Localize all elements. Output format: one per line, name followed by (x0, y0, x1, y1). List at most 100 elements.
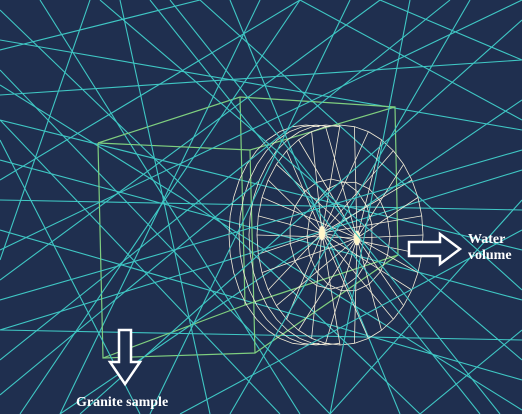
mesh-arc (256, 305, 267, 320)
mesh-arc (267, 329, 280, 339)
mesh-ring (368, 188, 381, 202)
particle-track (0, 84, 522, 411)
mesh-ring (355, 283, 370, 292)
mesh-ring (309, 255, 318, 273)
particle-track (0, 0, 451, 361)
particle-track (199, 0, 522, 291)
mesh-ring (368, 271, 381, 285)
mesh-focus (318, 225, 326, 241)
right-arrow-icon (407, 231, 463, 267)
particle-track (0, 179, 261, 396)
particle-track (149, 0, 481, 414)
mesh-ring (379, 200, 388, 218)
mesh-ring (316, 271, 329, 285)
mesh-arc (256, 150, 267, 165)
particle-track (0, 0, 381, 281)
mesh-ring (304, 275, 318, 287)
mesh-rim (421, 215, 424, 236)
particle-track (0, 0, 201, 51)
mesh-ring (289, 243, 296, 262)
mesh-rim (354, 126, 369, 133)
water-volume-mesh (228, 124, 424, 346)
mesh-ring (327, 283, 342, 292)
mesh-rim (411, 179, 419, 198)
mesh-arc (238, 289, 248, 306)
mesh-arc (239, 254, 245, 273)
particle-track (379, 0, 522, 61)
mesh-arc (266, 150, 277, 165)
mesh-spoke (325, 126, 358, 239)
mesh-spoke (321, 215, 422, 234)
mesh-ring (316, 178, 332, 183)
mesh-ring (316, 285, 332, 290)
mesh-arc (249, 254, 255, 273)
mesh-ring (344, 275, 358, 287)
mesh-arc (228, 215, 231, 236)
mesh-arc (253, 272, 260, 291)
mesh-rim (381, 318, 394, 331)
mesh-arc (238, 164, 248, 181)
mesh-ring (304, 181, 318, 193)
mesh-rim (381, 139, 394, 152)
particle-track (0, 9, 421, 414)
particle-track (0, 149, 522, 301)
mesh-arc (277, 329, 290, 339)
mesh-spoke (354, 237, 358, 344)
particle-track (79, 19, 522, 414)
mesh-rim (276, 305, 287, 320)
mesh-arc (248, 215, 251, 236)
mesh-ring (357, 191, 368, 207)
mesh-ring (379, 255, 388, 273)
mesh-arc (325, 124, 340, 128)
mesh-arc (299, 126, 313, 133)
mesh-arc (302, 124, 317, 128)
mesh-arc (289, 337, 303, 344)
particle-track (329, 0, 411, 414)
particle-track (0, 119, 281, 414)
mesh-arc (258, 289, 268, 306)
mesh-rim (311, 126, 326, 133)
mesh-arc (248, 164, 258, 181)
mesh-arc (248, 234, 251, 255)
particle-track (0, 39, 522, 131)
mesh-arc (267, 131, 280, 141)
mesh-arc (256, 318, 268, 331)
mesh-rim (354, 337, 369, 344)
particle-track (419, 329, 522, 414)
mesh-rim (298, 131, 312, 141)
mesh-arc (243, 272, 250, 291)
mesh-rim (267, 164, 277, 181)
mesh-rim (368, 131, 382, 141)
particle-track (0, 199, 522, 211)
mesh-arc (315, 124, 330, 128)
mesh-arc (266, 305, 277, 320)
particle-track (329, 199, 522, 414)
mesh-spoke (321, 131, 369, 234)
particle-track (0, 59, 522, 96)
particle-track (179, 229, 522, 414)
particle-track (99, 0, 522, 361)
mesh-rim (339, 342, 355, 346)
mesh-spoke (356, 139, 382, 239)
particle-track (0, 169, 522, 331)
mesh-arc (258, 164, 268, 181)
particle-track (299, 0, 522, 121)
mesh-arc (233, 179, 240, 198)
mesh-ring (357, 261, 368, 277)
mesh-ring (330, 178, 346, 183)
particle-track (19, 0, 301, 414)
mesh-rim (286, 318, 299, 331)
mesh-ring (294, 191, 305, 207)
mesh-ring (306, 236, 310, 256)
mesh-arc (248, 289, 258, 306)
mesh-arc (299, 337, 313, 344)
mesh-arc (243, 179, 250, 198)
particle-track (0, 0, 301, 181)
mesh-arc (246, 305, 257, 320)
mesh-arc (305, 124, 320, 128)
particle-track (0, 229, 522, 381)
mesh-rim (339, 124, 355, 128)
